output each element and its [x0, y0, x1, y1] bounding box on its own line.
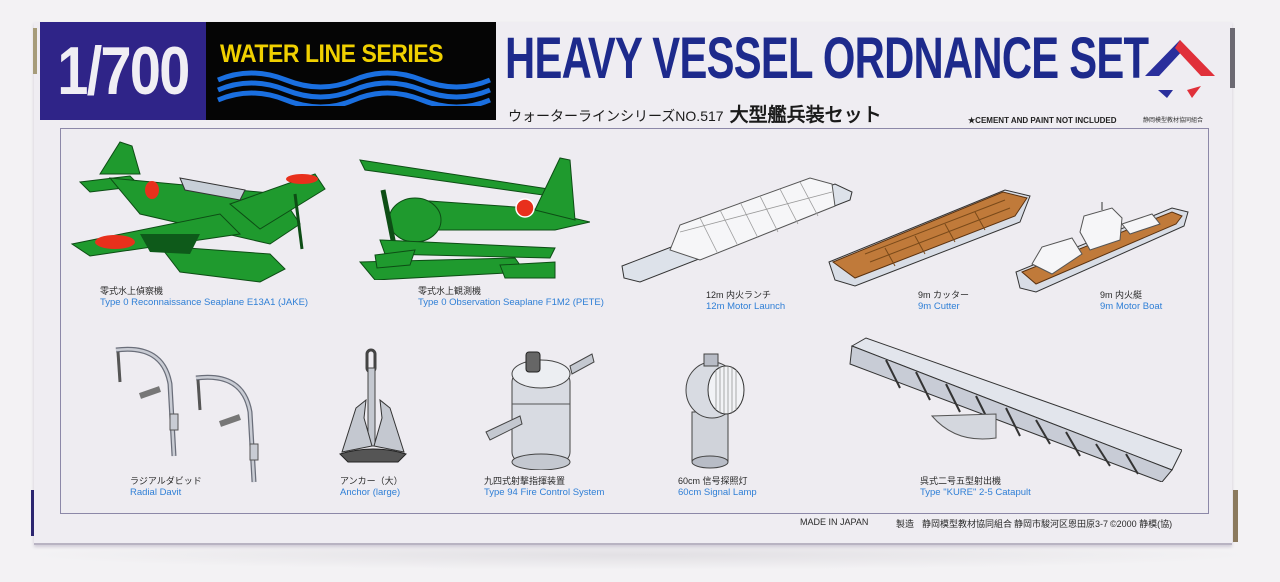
box-flap-left	[33, 28, 37, 74]
maker-label: 製造	[896, 519, 915, 529]
item-pete: 零式水上観測機 Type 0 Observation Seaplane F1M2…	[418, 286, 604, 308]
seaplane-jake-icon	[70, 141, 326, 283]
anchor-icon	[339, 348, 407, 463]
item-cutter: 9m カッター 9m Cutter	[918, 290, 970, 312]
made-in-japan: MADE IN JAPAN	[800, 517, 869, 527]
item-signal-lamp: 60cm 信号探照灯 60cm Signal Lamp	[678, 476, 757, 498]
cement-notice: ★CEMENT AND PAINT NOT INCLUDED	[968, 116, 1117, 125]
catapult-icon	[849, 337, 1182, 482]
copyright: ©2000 静模(協)	[1110, 519, 1173, 529]
item-motor-launch: 12m 内火ランチ 12m Motor Launch	[706, 290, 786, 312]
signal-lamp-icon	[685, 353, 745, 469]
jp-product-name: 大型艦兵装セット	[729, 105, 882, 126]
item-motor-boat: 9m 内火艇 9m Motor Boat	[1100, 290, 1163, 312]
series-label: WATER LINE SERIES	[220, 40, 444, 68]
box-flap-right-bottom	[1233, 490, 1238, 542]
item-radial-davit: ラジアルダビッド Radial Davit	[130, 476, 202, 498]
association-logo-icon	[1145, 40, 1215, 98]
scale-band: 1/700	[40, 22, 206, 120]
jp-subtitle: ウォーターラインシリーズNO.517 大型艦兵装セット	[508, 100, 882, 127]
motor-launch-icon	[621, 177, 853, 283]
series-band: WATER LINE SERIES	[206, 22, 496, 120]
item-anchor: アンカー（大） Anchor (large)	[340, 476, 403, 498]
box-flap-left-bottom	[31, 490, 34, 536]
box-flap-right	[1230, 28, 1235, 88]
association-name: 静岡模型教材協同組合	[1143, 118, 1204, 124]
item-catapult: 呉式二号五型射出機 Type "KURE" 2-5 Catapult	[920, 476, 1031, 498]
motor-boat-icon	[1015, 202, 1189, 293]
waves-icon	[217, 70, 491, 106]
fire-control-icon	[485, 351, 595, 470]
jp-series-number: ウォーターラインシリーズNO.517	[508, 108, 724, 124]
maker-address: 静岡市駿河区恩田原3-7	[1014, 519, 1109, 529]
box-shadow	[20, 540, 1260, 570]
cutter-icon	[828, 189, 1031, 287]
product-title: HEAVY VESSEL ORDNANCE SET	[505, 26, 1149, 91]
radial-davit-icon	[115, 346, 259, 483]
scale-label: 1/700	[57, 33, 190, 109]
maker-name: 静岡模型教材協同組合	[922, 519, 1013, 529]
item-fire-control: 九四式射撃指揮装置 Type 94 Fire Control System	[484, 476, 605, 498]
item-jake: 零式水上偵察機 Type 0 Reconnaissance Seaplane E…	[100, 286, 309, 308]
seaplane-pete-icon	[358, 157, 590, 280]
